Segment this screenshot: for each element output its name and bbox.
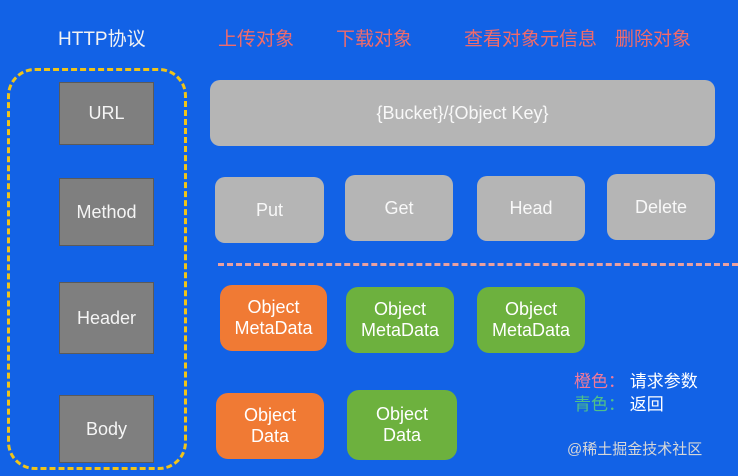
box-line: Object bbox=[373, 299, 427, 319]
box-line: MetaData bbox=[491, 320, 571, 340]
field-header: Header bbox=[59, 282, 154, 354]
header-delete: 删除对象 bbox=[615, 29, 692, 50]
method-delete: Delete bbox=[607, 174, 715, 240]
box-line: Object bbox=[243, 405, 297, 425]
box-line: Data bbox=[250, 426, 290, 446]
legend-orange-value: 请求参数 bbox=[629, 372, 698, 391]
legend-orange-key: 橙色： bbox=[574, 372, 625, 391]
legend-green-key: 青色： bbox=[574, 395, 625, 414]
box-line: Object bbox=[375, 404, 429, 424]
box-line: Data bbox=[382, 425, 422, 445]
method-get: Get bbox=[345, 175, 453, 241]
header-view-metadata: 查看对象元信息 bbox=[464, 29, 598, 50]
field-body: Body bbox=[59, 395, 154, 463]
header-upload: 上传对象 bbox=[218, 29, 295, 50]
watermark: @稀土掘金技术社区 bbox=[567, 441, 703, 458]
box-line: MetaData bbox=[234, 318, 313, 338]
upload-metadata-box: Object MetaData bbox=[220, 285, 327, 351]
download-data-box: Object Data bbox=[347, 390, 457, 460]
legend-response: 青色： 返回 bbox=[574, 394, 664, 416]
header-download: 下载对象 bbox=[336, 29, 413, 50]
url-pattern-bar: {Bucket}/{Object Key} bbox=[210, 80, 715, 146]
section-divider bbox=[218, 263, 738, 266]
http-fields-frame bbox=[7, 68, 187, 470]
field-url: URL bbox=[59, 82, 154, 145]
method-head: Head bbox=[477, 176, 585, 241]
box-line: Object bbox=[247, 297, 300, 317]
legend-request: 橙色： 请求参数 bbox=[574, 371, 698, 393]
view-metadata-box: Object MetaData bbox=[477, 287, 585, 353]
download-metadata-box: Object MetaData bbox=[346, 287, 454, 353]
box-line: Object bbox=[504, 299, 558, 319]
legend-green-value: 返回 bbox=[629, 395, 664, 414]
header-http-protocol: HTTP协议 bbox=[58, 29, 146, 50]
box-line: MetaData bbox=[360, 320, 440, 340]
method-put: Put bbox=[215, 177, 324, 243]
field-method: Method bbox=[59, 178, 154, 246]
upload-data-box: Object Data bbox=[216, 393, 324, 459]
